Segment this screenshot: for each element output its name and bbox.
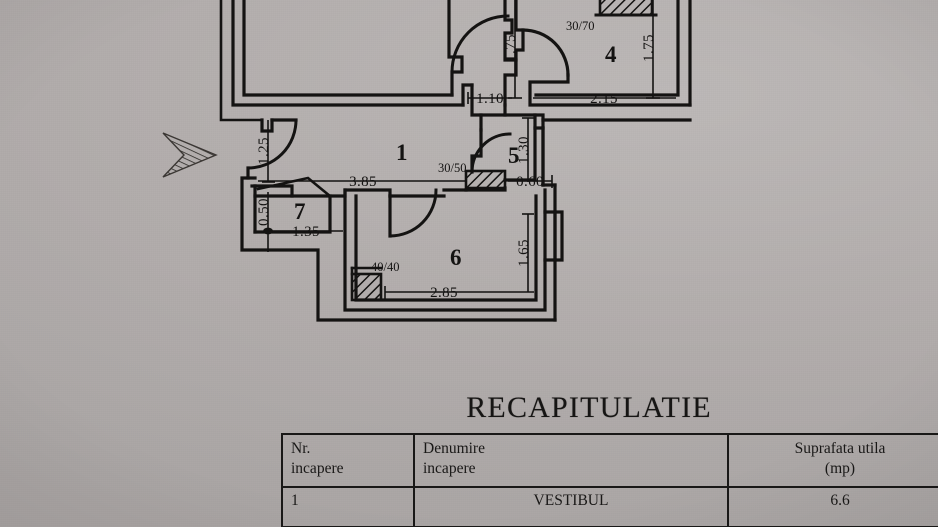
wall-lower-left-outline [240,166,557,322]
wall-right-side [541,118,692,322]
window-30-70 [594,0,658,17]
room-number-5: 5 [508,143,520,168]
door-swing-room-6 [388,188,438,238]
dimension-label-2-15: 2.15 [590,91,618,107]
window-label-40-40: 40/40 [371,260,399,274]
floor-plan-drawing: 1 4 5 6 7 30/70 30/50 40/40 1.75 1.75 2.… [162,0,692,322]
recapitulatie-section: RECAPITULATIE Nr. incapere Denumire inca… [281,391,938,527]
window-40-40 [350,266,383,302]
header-nr-line1: Nr. [291,439,311,457]
recapitulatie-title: RECAPITULATIE [466,391,712,424]
table-row: 1 VESTIBUL 6.6 [281,485,938,527]
dimension-label-1-10: 1.10 [476,91,504,107]
wall-room-4 [514,0,692,107]
wall-upper-left [231,0,465,107]
dimension-label-1-75-left: 1.75 [503,34,519,62]
dimension-label-0-60: 0.60 [516,174,544,190]
dimension-label-1-25: 1.25 [256,137,272,165]
window-label-30-70: 30/70 [566,19,594,33]
room-7-symbol [256,176,332,198]
wall-partition-center [503,0,518,107]
header-suprafata-utila: Suprafata utila (mp) [727,432,938,488]
door-swing-entry [246,118,298,170]
room-number-4: 4 [605,42,617,67]
cell-denumire: VESTIBUL [413,485,729,527]
dimension-lines [258,0,676,299]
wall-outer-left-trace [219,0,264,122]
cell-suprafata: 6.6 [727,485,938,527]
room-number-7: 7 [294,199,306,224]
table-header-row: Nr. incapere Denumire incapere Suprafata… [281,432,938,488]
room-number-1: 1 [396,140,408,165]
entrance-arrow-icon [162,132,218,178]
door-swing-top-center [450,14,510,77]
header-suprafata-line1: Suprafata utila [794,439,886,457]
dimension-label-0-50: 0.50 [256,198,272,226]
window-30-50 [464,169,507,190]
door-swing-room-5 [470,132,512,174]
wall-right-niche [543,210,564,262]
header-suprafata-line2: (mp) [824,459,856,477]
room-number-6: 6 [450,245,462,270]
window-label-30-50: 30/50 [438,161,466,175]
cell-nr: 1 [281,485,415,527]
dimension-label-1-35: 1.35 [292,224,320,240]
recapitulatie-table: Nr. incapere Denumire incapere Suprafata… [281,432,938,527]
header-nr-incapere: Nr. incapere [281,432,415,488]
dimension-label-1-75-right: 1.75 [641,34,657,62]
dimension-label-2-85: 2.85 [430,285,458,301]
header-denumire-incapere: Denumire incapere [413,432,729,488]
header-denumire-line1: Denumire [423,439,485,457]
wall-room-6 [343,186,547,312]
dimension-label-1-30: 1.30 [516,136,532,164]
dimension-label-1-65: 1.65 [516,239,532,267]
header-denumire-line2: incapere [423,459,476,477]
wall-entry-vestibule [260,118,298,133]
dimension-label-3-85: 3.85 [349,174,377,190]
header-nr-line2: incapere [291,459,344,477]
wall-upper-center [447,0,474,107]
wall-corridor-bottom [250,184,392,238]
